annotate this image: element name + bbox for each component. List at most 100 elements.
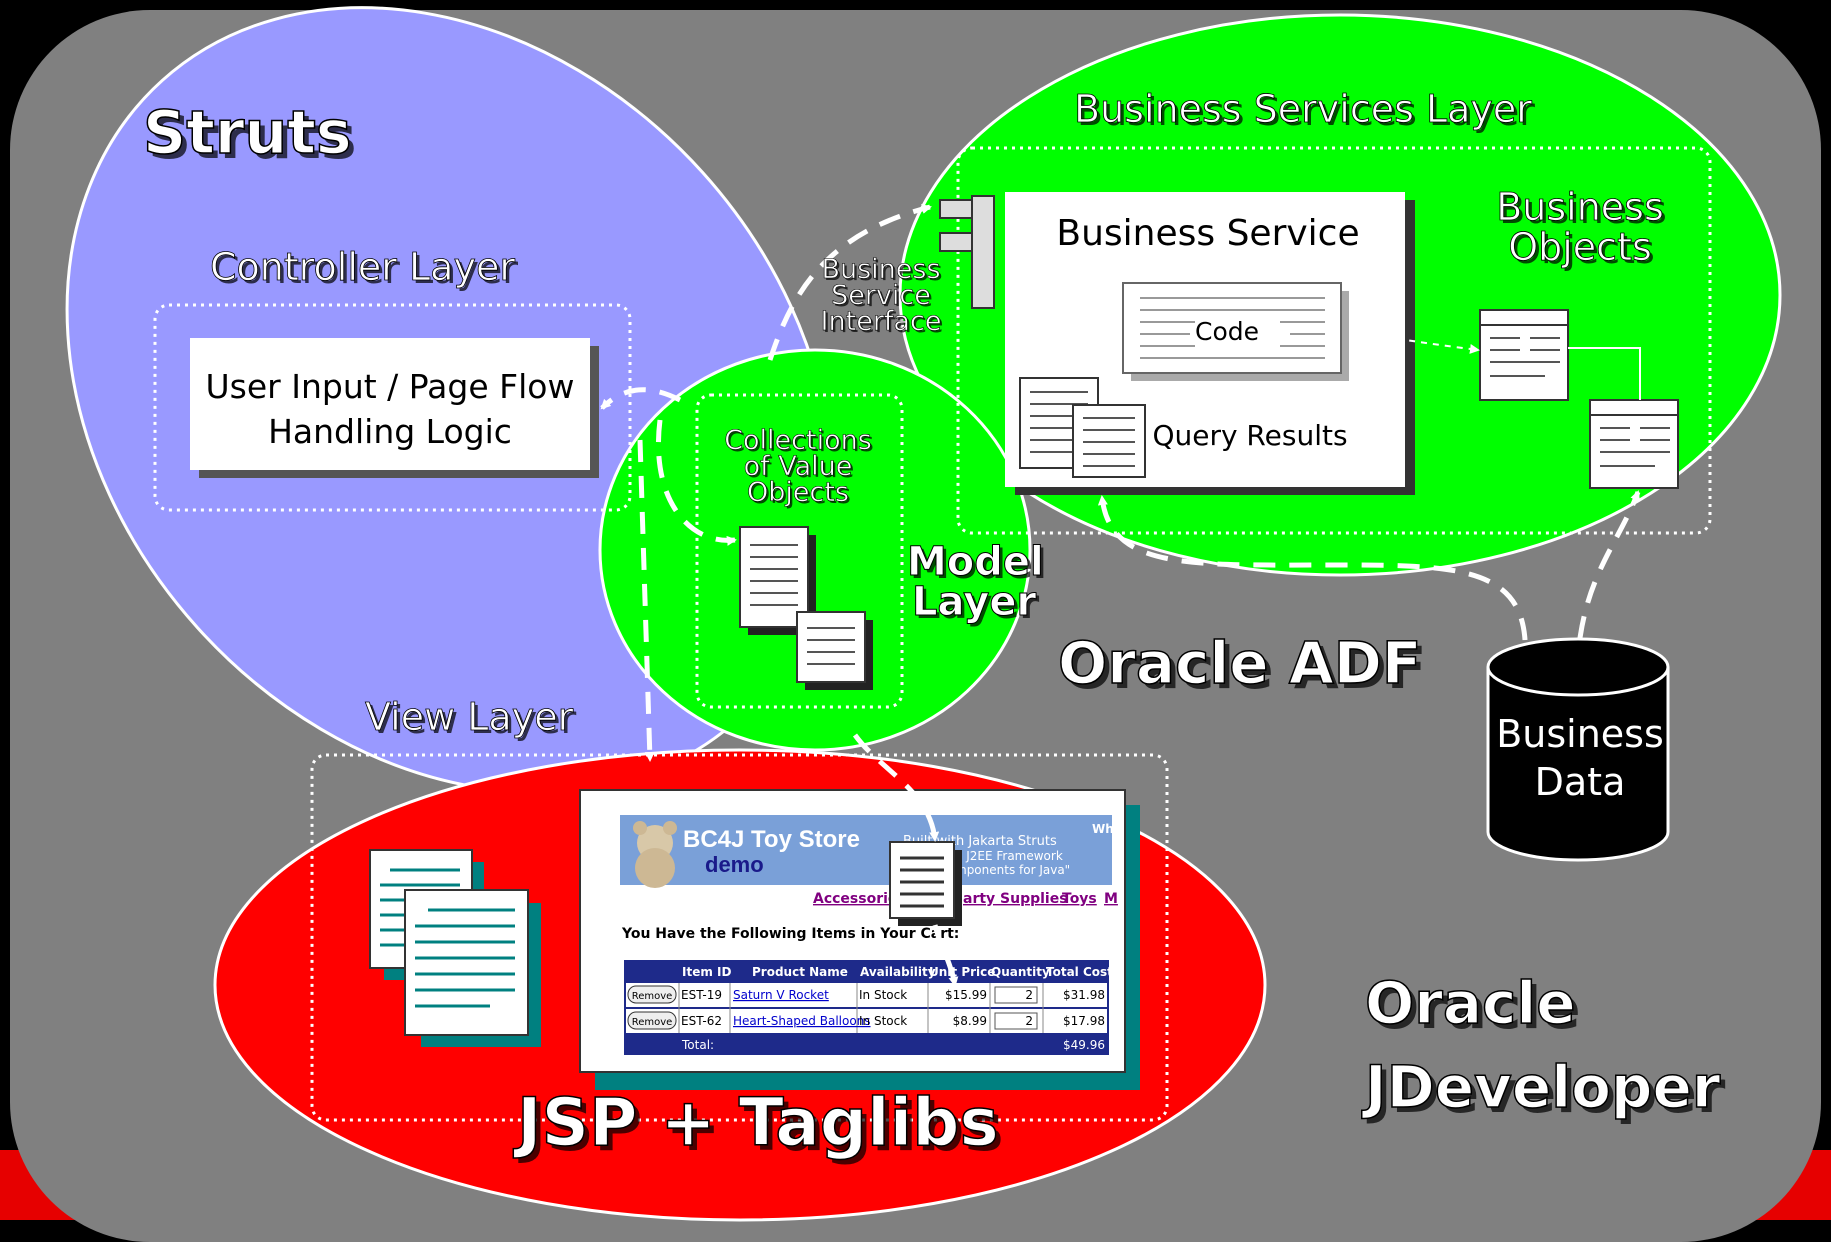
jsp-taglibs-title: JSP + Taglibs [513, 1084, 999, 1161]
code-document [1122, 282, 1349, 381]
cart-heading: You Have the Following Items in Your Car… [621, 926, 959, 942]
business-object-document-1 [1479, 309, 1569, 401]
remove-button[interactable] [627, 985, 677, 1004]
value-objects-documents [739, 526, 873, 690]
arrow-to-interface [767, 204, 932, 361]
toy-store-banner [620, 815, 1112, 885]
svg-text:Business: Business [823, 256, 942, 287]
view-layer-title: View Layer [365, 695, 574, 739]
business-object-document-2 [1589, 399, 1679, 489]
row-availability: In Stock [859, 1014, 907, 1028]
query-results-documents [1019, 377, 1146, 478]
arrow-to-view [637, 439, 655, 762]
quantity-field[interactable] [994, 1012, 1038, 1030]
remove-button-label: Remove [632, 991, 673, 1002]
arrow-to-controller [600, 387, 682, 410]
business-objects-title-1: Business [1496, 185, 1664, 229]
svg-text:View Layer: View Layer [368, 698, 577, 742]
collections-label-1: Collections [724, 425, 872, 456]
struts-title: Struts [143, 98, 352, 168]
arrow-to-value-objects [656, 419, 737, 546]
arrow-code-to-objects [1349, 329, 1480, 354]
svg-text:Service: Service [833, 282, 933, 313]
quantity-value: 2 [1025, 1014, 1033, 1028]
col-quantity: Quantity [991, 965, 1050, 979]
col-product-name: Product Name [752, 965, 848, 979]
store-corner: Wh [1092, 822, 1114, 836]
svg-text:JSP + Taglibs: JSP + Taglibs [518, 1089, 1004, 1166]
nav-link-accessories[interactable]: Accessories [813, 891, 906, 907]
interface-plug-icon [939, 195, 995, 309]
user-input-box [190, 338, 590, 470]
business-data-cylinder [1486, 637, 1670, 862]
row-total-cost: $31.98 [1063, 988, 1105, 1002]
toy-store-page: BC4J Toy Store demo Built with Jakarta S… [579, 789, 1140, 1090]
interface-label-2: Service [831, 280, 931, 311]
business-service-label: Business Service [1056, 213, 1359, 254]
row-product-link[interactable]: Heart-Shaped Balloons [733, 1014, 871, 1028]
total-value: $49.96 [1063, 1038, 1105, 1052]
flow-arrows [600, 204, 1641, 987]
arrow-data-to-objects [1577, 490, 1641, 639]
row-total-cost: $17.98 [1063, 1014, 1105, 1028]
view-layer-box [310, 753, 1169, 1122]
svg-text:of Value: of Value [746, 453, 855, 484]
remove-button-label: Remove [632, 1017, 673, 1028]
nav-link-more[interactable]: M [1104, 891, 1118, 907]
controller-layer-box [153, 303, 632, 512]
svg-text:Business Services Layer: Business Services Layer [1077, 90, 1535, 134]
business-objects-title-2: Objects [1508, 225, 1652, 269]
nav-link-toys[interactable]: Toys [1062, 891, 1097, 907]
object-connector [1568, 347, 1641, 400]
store-built-3: mponents for Java" [955, 863, 1070, 877]
col-item-id: Item ID [682, 965, 731, 979]
arrow-data-to-service [1097, 495, 1528, 641]
interface-label-3: Interface [821, 306, 942, 337]
svg-text:Model: Model [910, 542, 1047, 588]
svg-text:Objects: Objects [749, 479, 851, 510]
interface-label-1: Business [821, 254, 940, 285]
svg-text:Business: Business [1499, 188, 1667, 232]
collections-label-3: Objects [747, 477, 849, 508]
row-unit-price: $15.99 [945, 988, 987, 1002]
model-layer-title-1: Model [907, 539, 1044, 585]
svg-text:Objects: Objects [1511, 228, 1655, 272]
cart-table [624, 960, 1109, 1055]
col-unit-price: Unit Price [929, 965, 995, 979]
quantity-field[interactable] [994, 986, 1038, 1004]
query-results-label: Query Results [1152, 419, 1347, 452]
svg-text:Controller Layer: Controller Layer [213, 248, 518, 292]
collections-label-2: of Value [744, 451, 853, 482]
model-layer-box [695, 393, 904, 709]
business-services-layer-box [956, 146, 1712, 535]
row-item-id: EST-62 [681, 1014, 722, 1028]
controller-layer-title: Controller Layer [210, 245, 515, 289]
nav-link-party-supplies[interactable]: arty Supplies [963, 891, 1068, 907]
col-availability: Availability [860, 965, 936, 979]
row-product-link[interactable]: Saturn V Rocket [733, 988, 829, 1002]
user-input-label-2: Handling Logic [268, 412, 512, 451]
jsp-page-documents [369, 849, 541, 1047]
row-item-id: EST-19 [681, 988, 722, 1002]
svg-text:Oracle: Oracle [1370, 974, 1581, 1042]
quantity-value: 2 [1025, 988, 1033, 1002]
remove-button[interactable] [627, 1011, 677, 1030]
business-data-label-1: Business [1496, 712, 1664, 756]
store-title: BC4J Toy Store [683, 826, 860, 853]
user-input-label-1: User Input / Page Flow [206, 367, 575, 406]
store-built-2: e J2EE Framework [955, 849, 1063, 863]
oracle-jdeveloper-title-2: JDeveloper [1361, 1053, 1721, 1121]
svg-text:JDeveloper: JDeveloper [1366, 1058, 1726, 1126]
col-total-cost: Total Cost [1046, 965, 1113, 979]
svg-text:Interface: Interface [823, 308, 944, 339]
code-label: Code [1195, 317, 1259, 346]
svg-text:Oracle ADF: Oracle ADF [1063, 634, 1427, 702]
arrow-to-page [852, 733, 940, 842]
business-services-layer-title: Business Services Layer [1074, 87, 1532, 131]
total-label: Total: [681, 1038, 714, 1052]
oracle-adf-title: Oracle ADF [1058, 629, 1422, 697]
svg-text:Struts: Struts [148, 103, 357, 173]
svg-text:Layer: Layer [915, 582, 1039, 628]
